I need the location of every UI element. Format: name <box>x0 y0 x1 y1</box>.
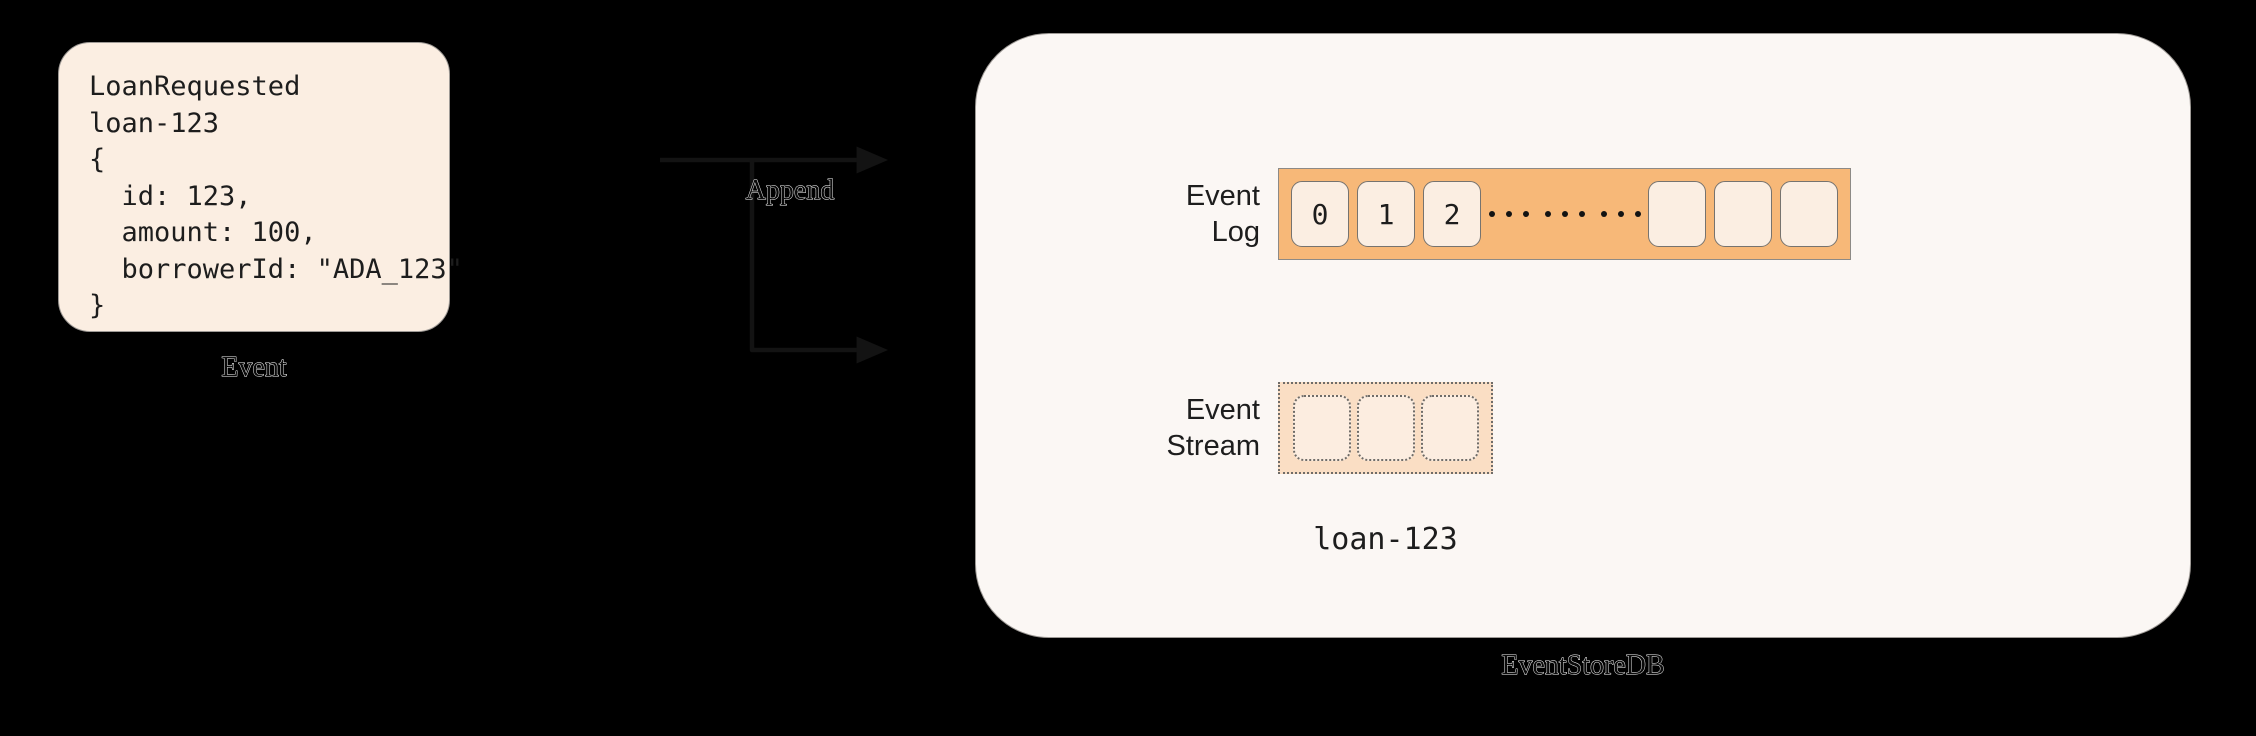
dot <box>1505 211 1512 217</box>
event-stream-name: loan-123 <box>1313 522 1458 557</box>
event-log-caption: Event Log <box>1185 180 1260 248</box>
dot <box>1634 211 1641 217</box>
dot-group <box>1600 211 1641 217</box>
log-ellipsis <box>1485 211 1644 217</box>
event-stream-row: Event Stream <box>1150 382 1493 474</box>
dot <box>1522 211 1529 217</box>
dot <box>1578 211 1585 217</box>
log-cell-empty[interactable] <box>1648 181 1706 247</box>
dot <box>1617 211 1624 217</box>
dot-group <box>1488 211 1529 217</box>
arrow-branch-stream <box>749 160 889 364</box>
stream-cell[interactable] <box>1356 395 1415 461</box>
event-stream-caption: Event Stream <box>1166 394 1260 462</box>
event-card: LoanRequested loan-123 { id: 123, amount… <box>58 42 463 332</box>
log-cell-empty[interactable] <box>1714 181 1772 247</box>
log-cell[interactable]: 1 <box>1357 181 1415 247</box>
stream-cell[interactable] <box>1420 395 1479 461</box>
event-stream-bar <box>1278 382 1493 474</box>
log-cell[interactable]: 2 <box>1423 181 1481 247</box>
dot-group <box>1544 211 1585 217</box>
event-log-row: Event Log 0 1 2 <box>1150 168 1851 260</box>
eventstoredb-container <box>975 33 2191 638</box>
dot <box>1488 211 1495 217</box>
dot <box>1600 211 1607 217</box>
log-cell-empty[interactable] <box>1780 181 1838 247</box>
append-label: Append <box>745 175 835 207</box>
event-card-code: LoanRequested loan-123 { id: 123, amount… <box>89 71 463 321</box>
stream-cell[interactable] <box>1292 395 1351 461</box>
append-arrow <box>660 146 889 364</box>
event-card-label: Event <box>221 352 287 384</box>
eventstoredb-label: EventStoreDB <box>1501 650 1665 682</box>
dot <box>1544 211 1551 217</box>
event-log-bar: 0 1 2 <box>1278 168 1851 260</box>
log-cell[interactable]: 0 <box>1291 181 1349 247</box>
dot <box>1561 211 1568 217</box>
